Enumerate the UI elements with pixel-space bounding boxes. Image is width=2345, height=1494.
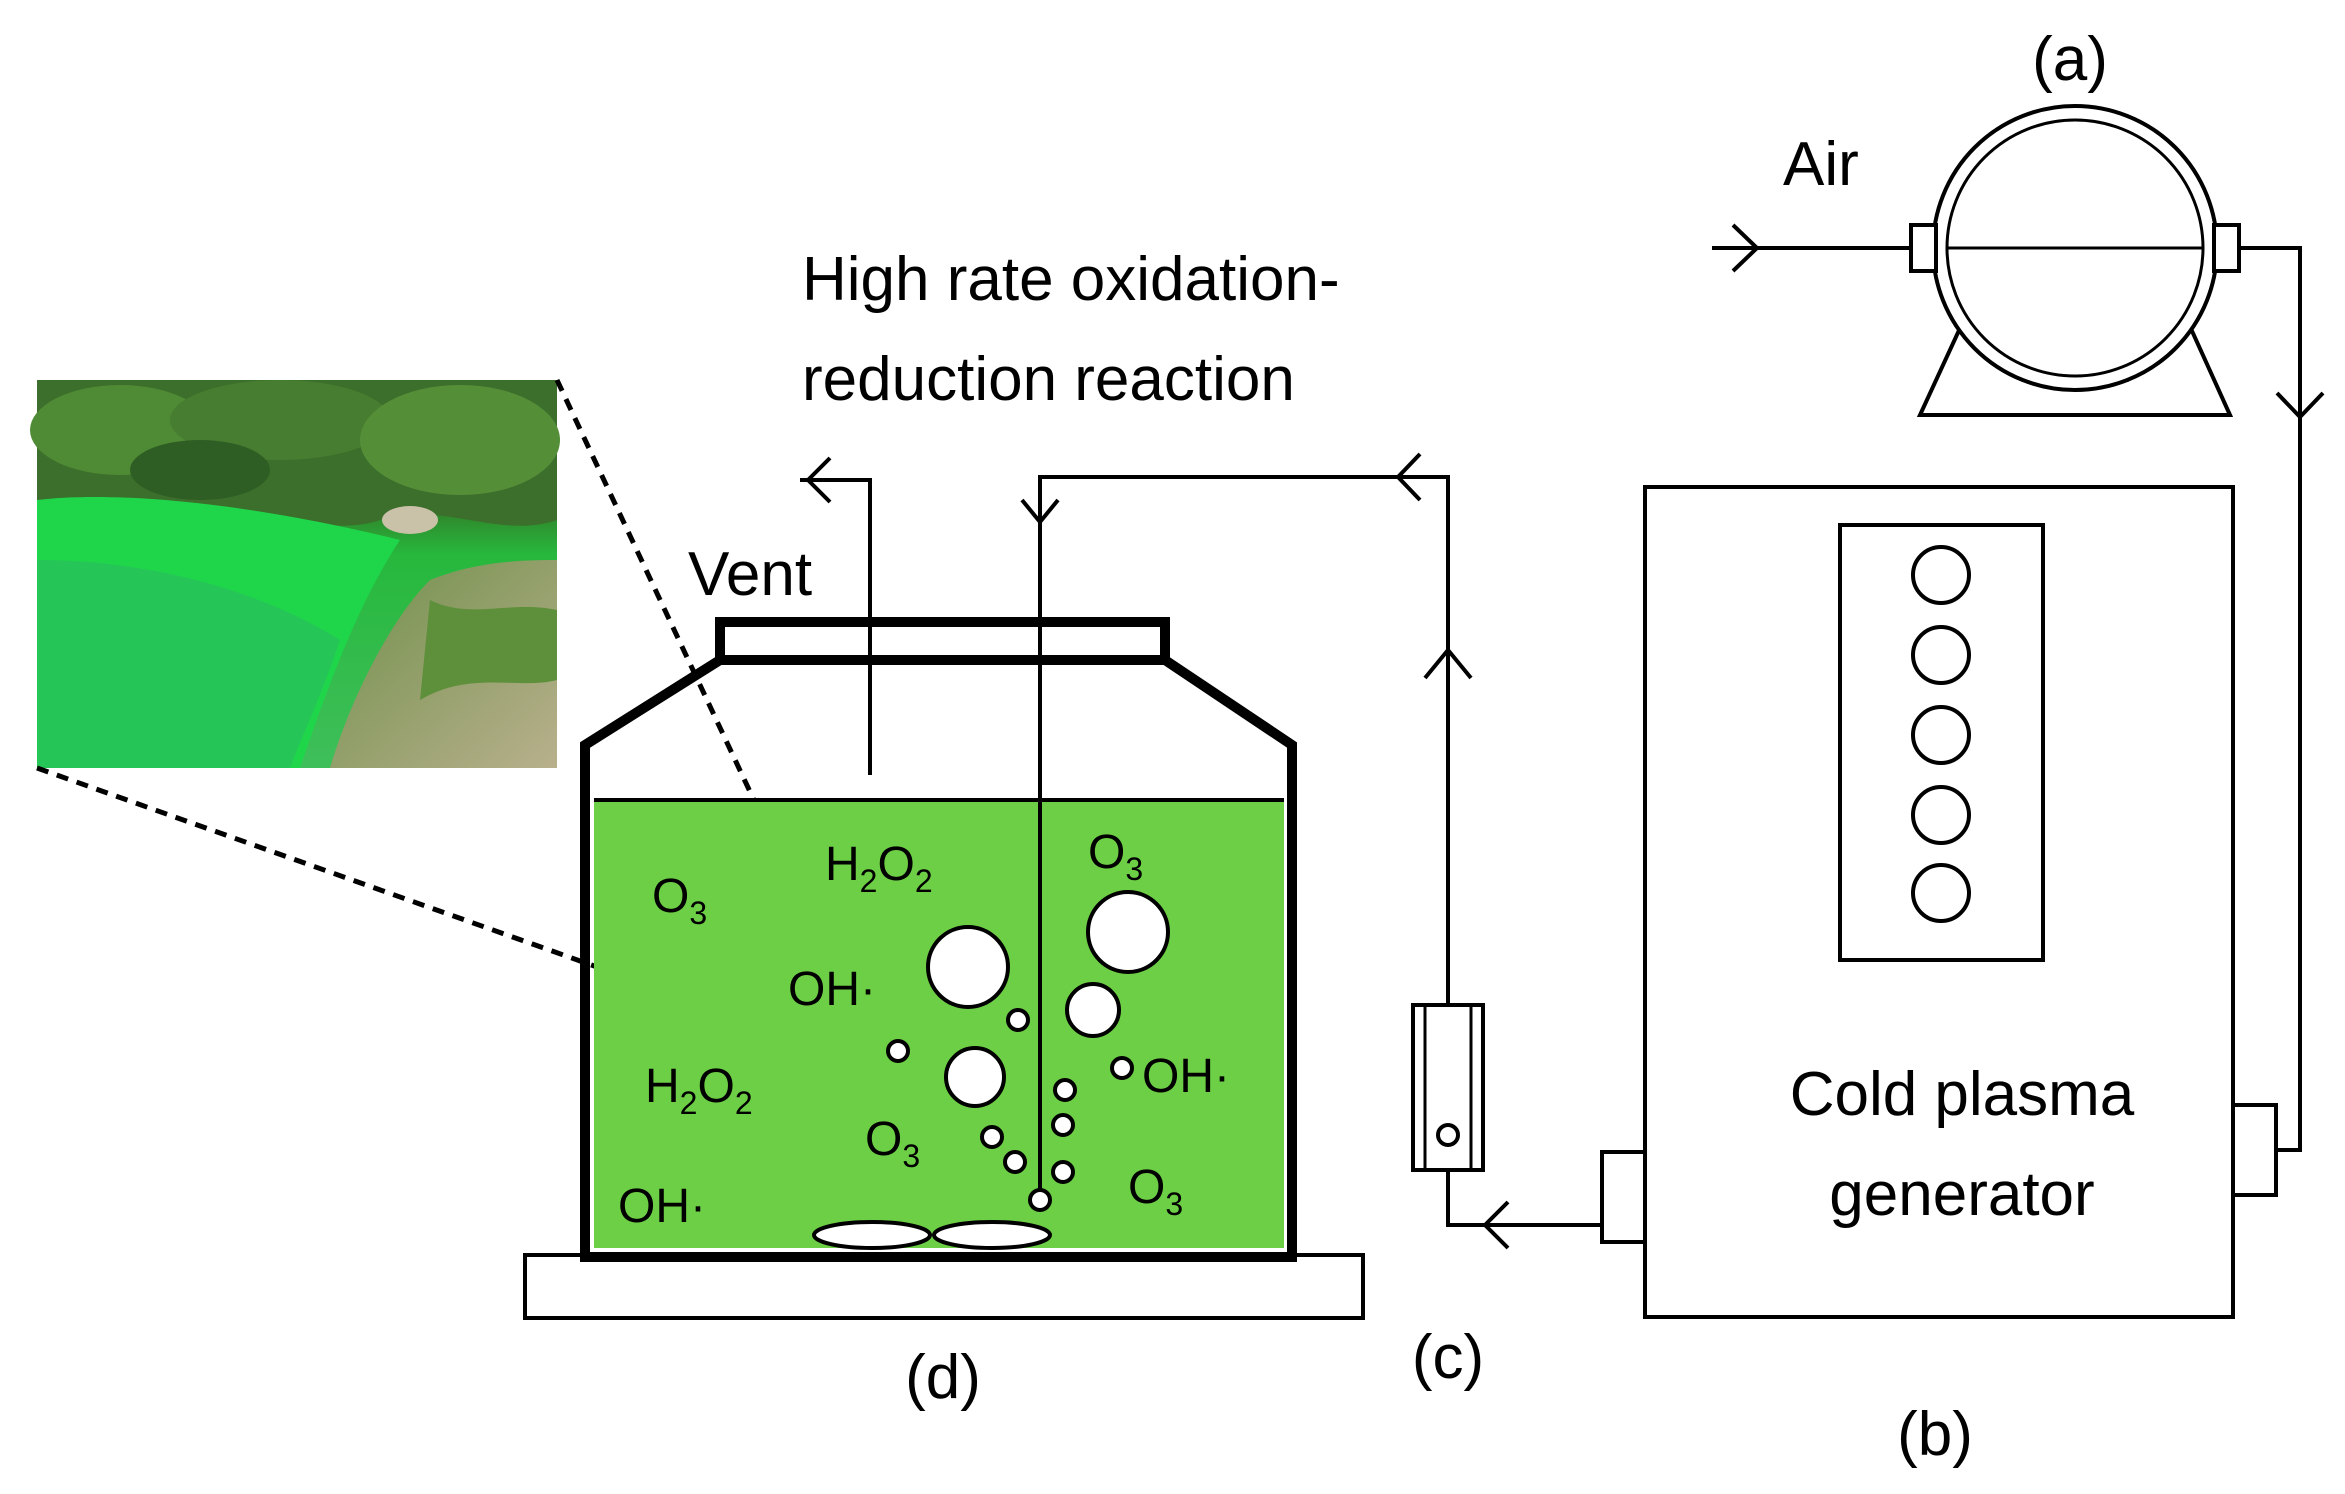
species-oh-center: OH· [788,963,876,1016]
species-h2o2-left: H2O2 [645,1060,753,1121]
reaction-text-line1: High rate oxidation- [802,245,1340,314]
inlet-pipe [1020,452,1473,1193]
species-o3-center: O3 [865,1113,920,1174]
species-o3-bottom-right: O3 [1128,1161,1183,1222]
stirrer-propeller [812,1220,1052,1250]
pond-photo [30,380,560,768]
species-o3-left: O3 [652,870,707,931]
species-oh-right: OH· [1142,1050,1230,1103]
species-h2o2-top: H2O2 [825,838,933,899]
generator-name-line2: generator [1829,1160,2094,1229]
label-pump: (a) [2032,25,2108,94]
reactor [523,617,1365,1320]
air-lines [1712,223,2325,1152]
label-flowmeter: (c) [1412,1323,1484,1392]
generator-name-line1: Cold plasma [1790,1060,2135,1129]
label-reactor: (d) [905,1343,981,1412]
bubbles [886,890,1170,1212]
indicator-lights [1911,545,1971,923]
label-generator: (b) [1897,1400,1973,1469]
species-labels: O3 H2O2 O3 OH· H2O2 OH· O3 OH· O3 [618,826,1230,1233]
species-o3-top-right: O3 [1088,826,1143,887]
water-body [594,800,1284,1248]
vent-pipe [800,456,872,775]
reaction-text-line2: reduction reaction [802,345,1295,414]
label-vent: Vent [688,540,812,609]
label-air: Air [1783,130,1859,199]
plasma-generator [1600,485,2278,1319]
outlet-pipe [1446,1170,1602,1250]
flowmeter [1411,1003,1485,1172]
species-oh-bottom-left: OH· [618,1180,706,1233]
air-pump [1909,104,2241,417]
